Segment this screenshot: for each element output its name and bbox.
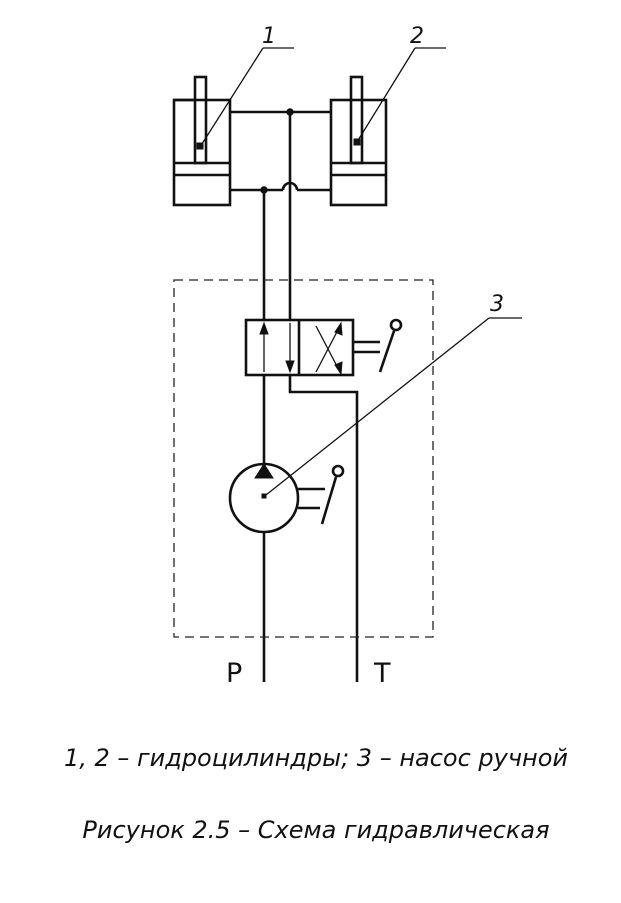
callout-1-label: 1 [262, 24, 276, 49]
valve-cross-b-head [334, 361, 343, 376]
leader-2-tip [353, 138, 361, 146]
port-t-label: T [373, 658, 391, 689]
leader-2 [356, 47, 416, 143]
pump-arrow-icon [254, 463, 274, 479]
pump-lever-handle [320, 476, 338, 525]
leader-3 [265, 317, 490, 496]
cylinder-1-rod [193, 75, 208, 165]
callout-leaders [196, 47, 522, 496]
port-p-label: P [226, 658, 242, 689]
valve-cross-a-head [334, 321, 343, 336]
cylinder-1 [172, 75, 232, 207]
pump-unit-boundary [173, 279, 434, 638]
leader-1-tip [196, 142, 204, 150]
cylinder-1-body [172, 98, 232, 207]
pump-center-mark [261, 493, 267, 499]
legend-text: 1, 2 – гидроцилиндры; 3 – насос ручной [64, 744, 568, 772]
figure-caption: Рисунок 2.5 – Схема гидравлическая [82, 816, 549, 844]
valve-lever-knob [389, 318, 403, 332]
valve-arrow-down [285, 360, 295, 374]
leader-1 [199, 47, 264, 148]
directional-valve [244, 318, 403, 377]
valve-lever-handle [378, 330, 396, 373]
cylinder-2-body [329, 98, 388, 207]
pump-lever-knob [331, 464, 345, 478]
valve-arrow-up [259, 321, 269, 335]
hand-pump [228, 462, 345, 534]
callout-2-label: 2 [410, 24, 424, 49]
cylinder-piping [230, 108, 331, 194]
main-lines [262, 112, 359, 682]
cylinder-2-rod [349, 75, 364, 165]
cylinder-2 [329, 75, 388, 207]
callout-3-label: 3 [490, 292, 504, 317]
tank-line [288, 375, 359, 682]
